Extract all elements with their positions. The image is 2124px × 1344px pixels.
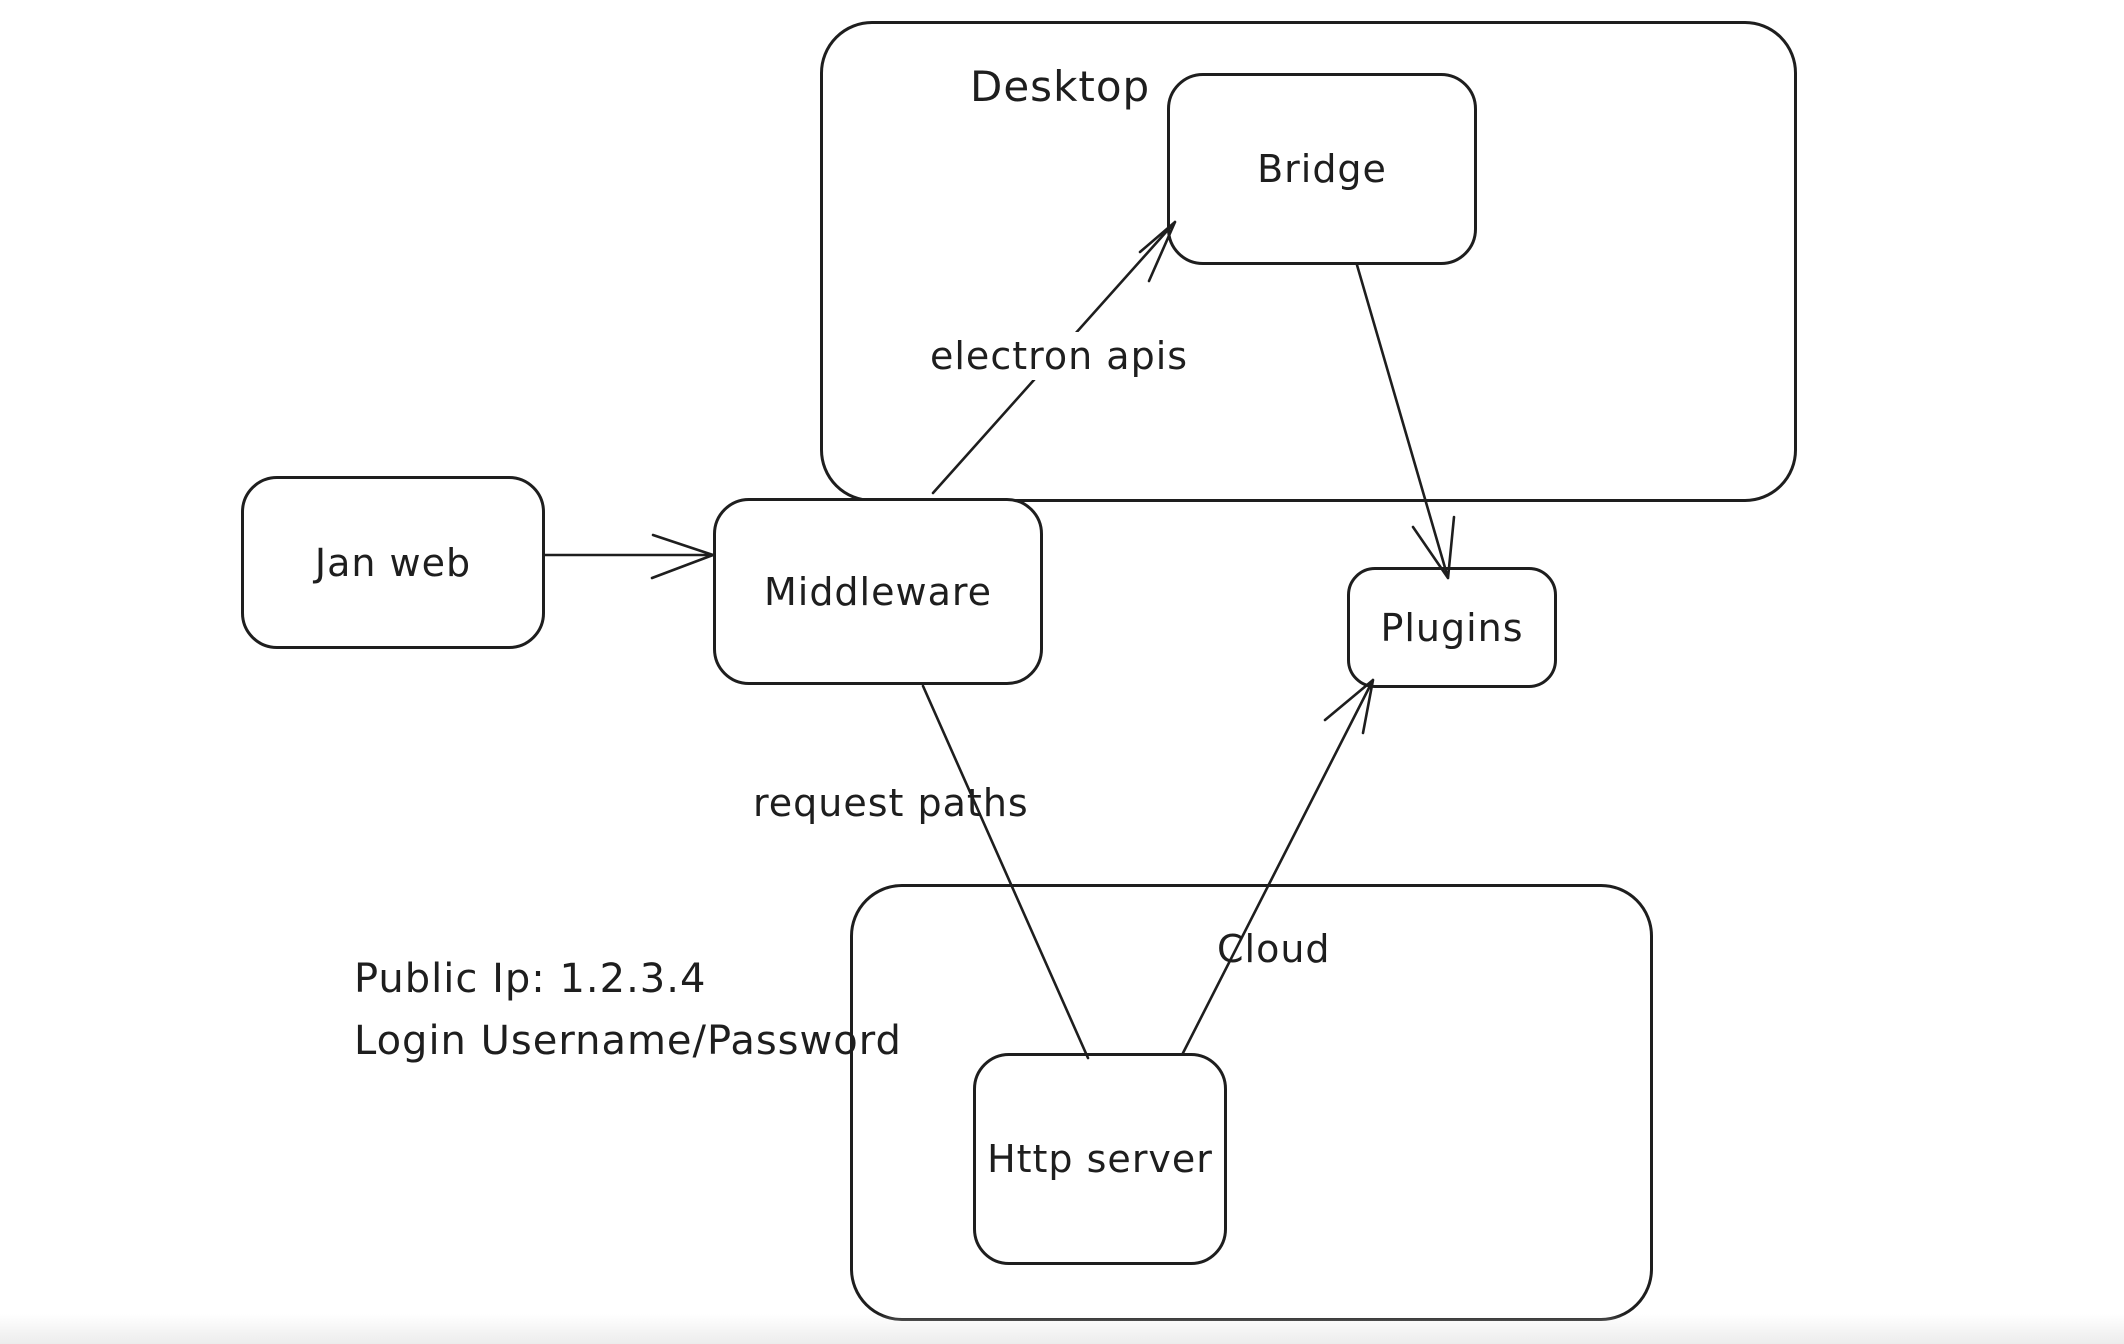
node-bridge[interactable]: Bridge [1167, 73, 1477, 265]
credentials-note[interactable]: Public Ip: 1.2.3.4 Login Username/Passwo… [354, 948, 902, 1072]
credentials-note-line2: Login Username/Password [354, 1018, 902, 1064]
container-desktop[interactable]: Desktop [820, 21, 1797, 502]
cloud-container-label: Cloud [1217, 927, 1331, 971]
credentials-note-line1: Public Ip: 1.2.3.4 [354, 956, 707, 1002]
window-bottom-edge [0, 1314, 2124, 1344]
http-server-label: Http server [987, 1137, 1213, 1181]
node-http-server[interactable]: Http server [973, 1053, 1227, 1265]
edge-jan-web-to-middleware[interactable] [543, 533, 715, 580]
edge-label-electron-apis[interactable]: electron apis [920, 332, 1199, 380]
jan-web-label: Jan web [314, 540, 472, 585]
plugins-label: Plugins [1380, 605, 1524, 650]
node-plugins[interactable]: Plugins [1347, 567, 1557, 688]
bridge-label: Bridge [1257, 147, 1387, 191]
node-middleware[interactable]: Middleware [713, 498, 1043, 685]
node-jan-web[interactable]: Jan web [241, 476, 545, 649]
middleware-label: Middleware [763, 569, 993, 614]
desktop-container-label: Desktop [970, 62, 1151, 111]
container-cloud[interactable]: Cloud [850, 884, 1653, 1321]
edge-label-request-paths[interactable]: request paths [753, 781, 1029, 825]
